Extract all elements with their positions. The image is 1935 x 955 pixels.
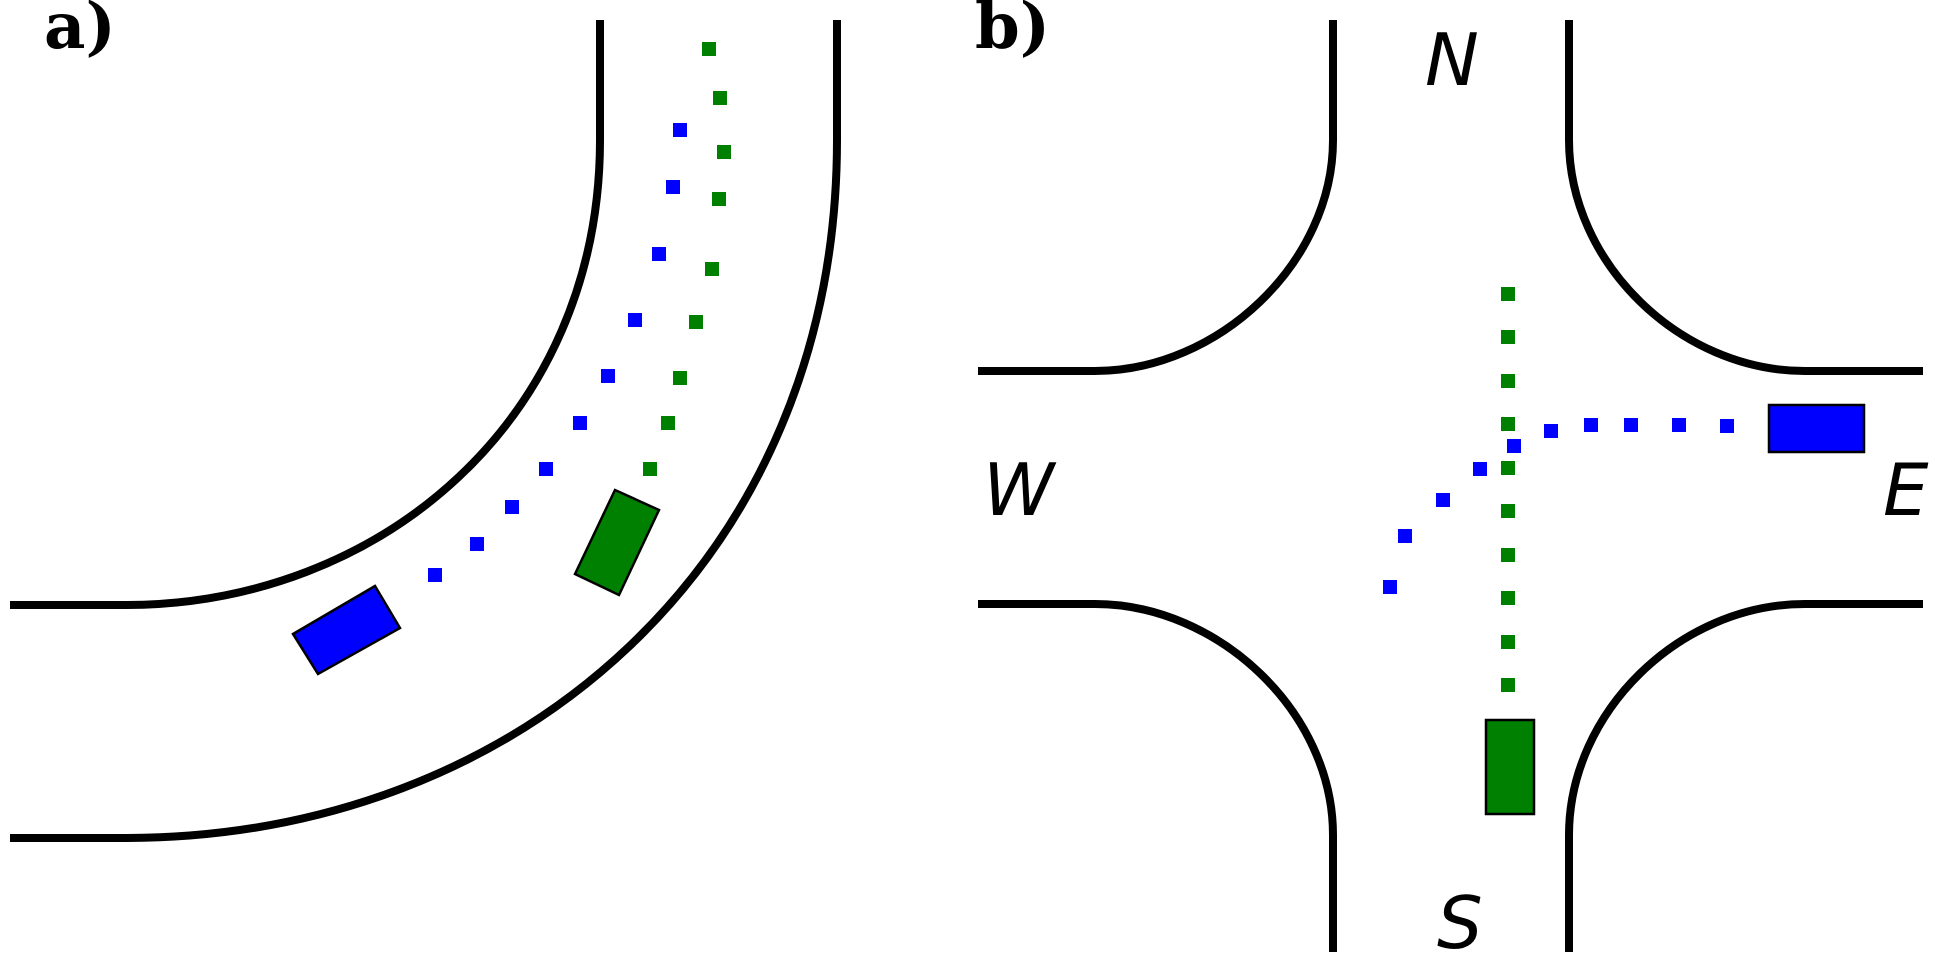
panel-a-label: a) — [44, 0, 116, 64]
trajectory-point — [702, 42, 716, 56]
direction-west: W — [983, 448, 1057, 532]
green-vehicle-a — [573, 488, 661, 597]
trajectory-point — [1501, 591, 1515, 605]
panel-b: b) N S E W — [975, 0, 1929, 955]
trajectory-point — [601, 369, 615, 383]
trajectory-point — [1507, 439, 1521, 453]
curve-outer-edge — [10, 20, 841, 842]
trajectory-point — [1501, 548, 1515, 562]
trajectory-point — [1720, 419, 1734, 433]
blue-trajectory-b — [1383, 418, 1734, 594]
direction-south: S — [1437, 881, 1483, 955]
direction-east: E — [1883, 448, 1929, 532]
corner-south-east — [1565, 600, 1923, 952]
trajectory-point — [1383, 580, 1397, 594]
corner-north-west — [978, 20, 1337, 375]
trajectory-point — [643, 462, 657, 476]
trajectory-point — [666, 180, 680, 194]
trajectory-point — [1544, 424, 1558, 438]
direction-north: N — [1425, 18, 1479, 102]
trajectory-point — [1501, 504, 1515, 518]
trajectory-point — [1473, 462, 1487, 476]
panel-b-label: b) — [975, 0, 1050, 64]
corner-north-east — [1565, 20, 1923, 375]
trajectory-point — [1436, 493, 1450, 507]
trajectory-point — [661, 416, 675, 430]
curve-inner-edge — [10, 20, 604, 609]
trajectory-point — [673, 371, 687, 385]
trajectory-point — [505, 500, 519, 514]
trajectory-point — [573, 416, 587, 430]
trajectory-point — [1501, 287, 1515, 301]
trajectory-point — [628, 313, 642, 327]
trajectory-point — [1624, 418, 1638, 432]
trajectory-point — [712, 192, 726, 206]
trajectory-point — [652, 247, 666, 261]
trajectory-point — [1584, 418, 1598, 432]
trajectory-point — [1398, 529, 1412, 543]
green-trajectory-a — [643, 42, 731, 476]
trajectory-point — [689, 315, 703, 329]
blue-trajectory-a — [428, 123, 687, 582]
trajectory-point — [705, 262, 719, 276]
trajectory-point — [713, 91, 727, 105]
trajectory-point — [1501, 417, 1515, 431]
trajectory-point — [1501, 678, 1515, 692]
trajectory-point — [1672, 418, 1686, 432]
trajectory-point — [673, 123, 687, 137]
panel-a: a) — [10, 0, 841, 842]
trajectory-point — [1501, 635, 1515, 649]
trajectory-point — [1501, 461, 1515, 475]
green-vehicle-b — [1484, 718, 1536, 816]
green-trajectory-b — [1501, 287, 1515, 692]
trajectory-point — [717, 145, 731, 159]
trajectory-point — [428, 568, 442, 582]
blue-vehicle-a — [291, 584, 402, 676]
blue-vehicle-b — [1767, 403, 1866, 454]
trajectory-point — [539, 462, 553, 476]
corner-south-west — [978, 600, 1337, 952]
trajectory-point — [1501, 374, 1515, 388]
trajectory-point — [470, 537, 484, 551]
trajectory-point — [1501, 330, 1515, 344]
